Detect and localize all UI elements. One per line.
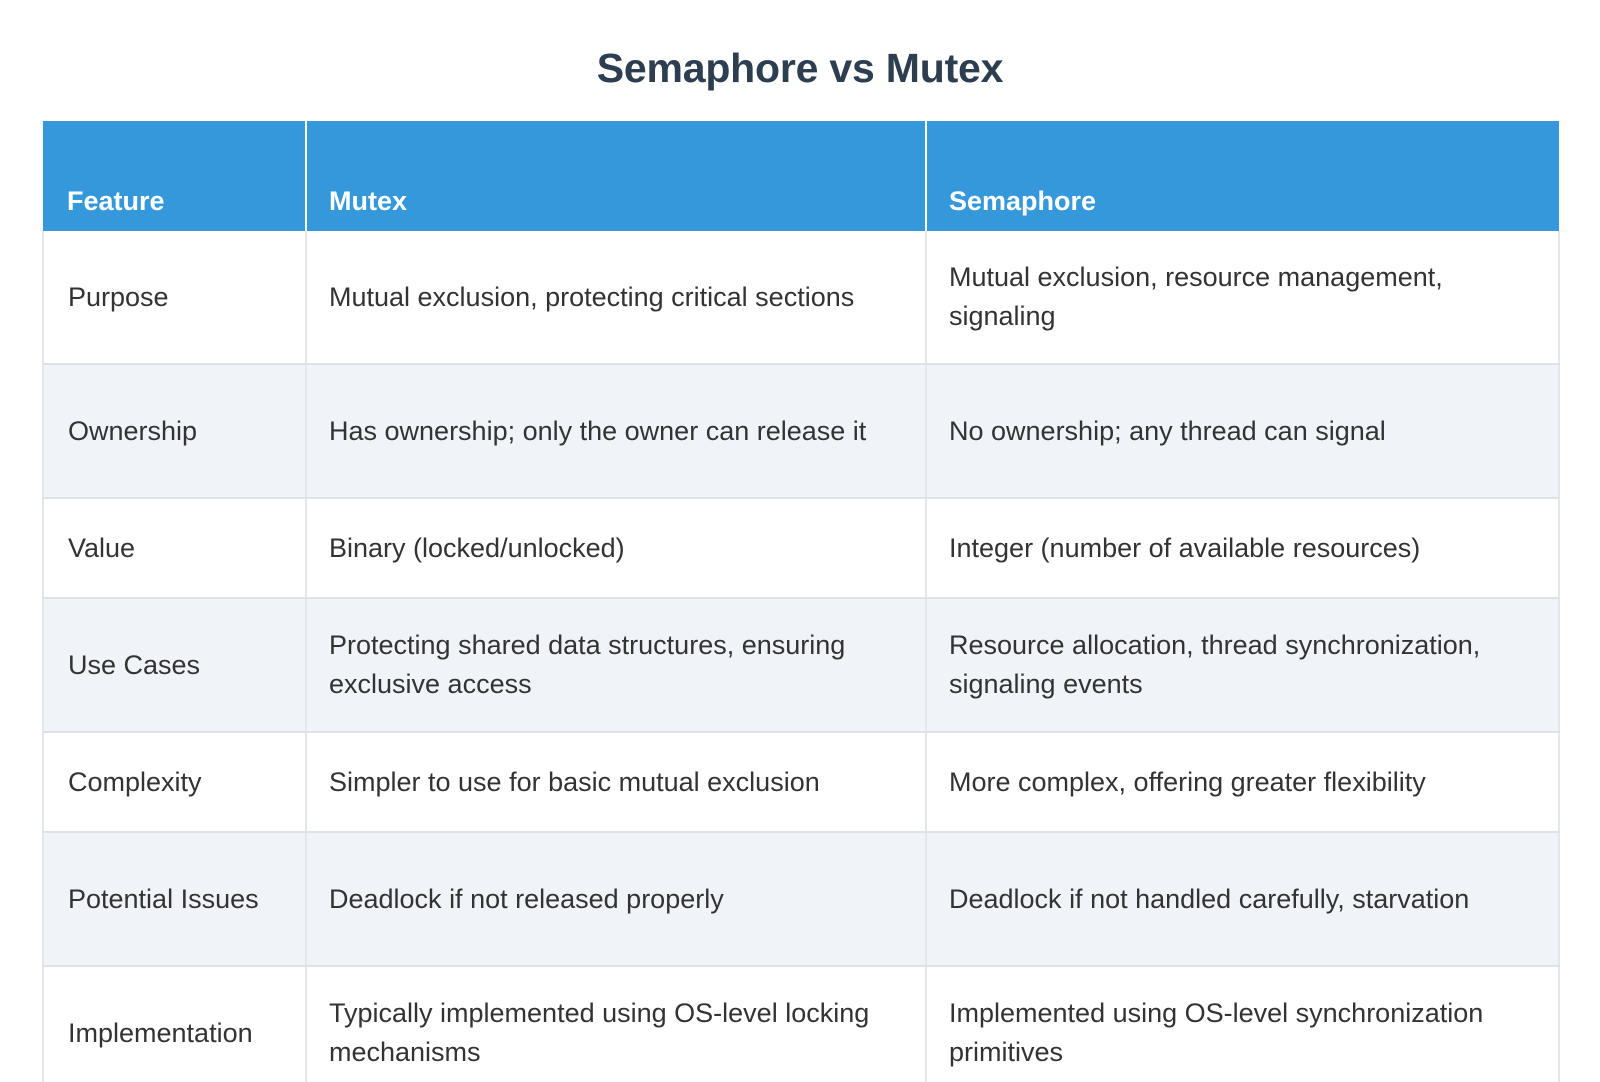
table-body: Purpose Mutual exclusion, protecting cri… bbox=[42, 231, 1560, 1082]
page-title: Semaphore vs Mutex bbox=[596, 45, 1004, 91]
cell-mutex: Mutual exclusion, protecting critical se… bbox=[306, 231, 927, 366]
cell-semaphore: More complex, offering greater flexibili… bbox=[926, 732, 1560, 834]
cell-mutex: Typically implemented using OS-level loc… bbox=[306, 966, 927, 1082]
cell-mutex: Has ownership; only the owner can releas… bbox=[306, 364, 927, 500]
table-row: Potential Issues Deadlock if not release… bbox=[42, 832, 1560, 968]
cell-feature: Ownership bbox=[42, 364, 307, 500]
cell-mutex: Binary (locked/unlocked) bbox=[306, 498, 927, 600]
cell-feature: Value bbox=[42, 498, 307, 600]
cell-feature: Complexity bbox=[42, 732, 307, 834]
table-header: Feature Mutex Semaphore bbox=[43, 121, 1559, 232]
table-row: Value Binary (locked/unlocked) Integer (… bbox=[42, 498, 1560, 600]
cell-feature: Potential Issues bbox=[42, 832, 307, 968]
table-row: Ownership Has ownership; only the owner … bbox=[42, 364, 1560, 500]
cell-feature: Purpose bbox=[42, 231, 307, 366]
cell-semaphore: Deadlock if not handled carefully, starv… bbox=[926, 832, 1560, 968]
cell-semaphore: Integer (number of available resources) bbox=[926, 498, 1560, 600]
cell-feature: Use Cases bbox=[42, 598, 307, 734]
table-row: Use Cases Protecting shared data structu… bbox=[42, 598, 1560, 734]
table-row: Implementation Typically implemented usi… bbox=[42, 966, 1560, 1082]
cell-feature: Implementation bbox=[42, 966, 307, 1082]
cell-semaphore: Resource allocation, thread synchronizat… bbox=[926, 598, 1560, 734]
table-row: Purpose Mutual exclusion, protecting cri… bbox=[42, 231, 1560, 366]
column-header-semaphore: Semaphore bbox=[925, 121, 1559, 232]
table-header-row: Feature Mutex Semaphore bbox=[43, 121, 1559, 232]
cell-mutex: Deadlock if not released properly bbox=[306, 832, 927, 968]
cell-semaphore: No ownership; any thread can signal bbox=[926, 364, 1560, 500]
table-row: Complexity Simpler to use for basic mutu… bbox=[42, 732, 1560, 834]
semaphore-vs-mutex-table: Feature Mutex Semaphore Purpose Mutual e… bbox=[42, 121, 1560, 1082]
cell-mutex: Protecting shared data structures, ensur… bbox=[306, 598, 927, 734]
cell-semaphore: Mutual exclusion, resource management, s… bbox=[926, 231, 1560, 366]
cell-semaphore: Implemented using OS-level synchronizati… bbox=[926, 966, 1560, 1082]
column-header-mutex: Mutex bbox=[305, 121, 926, 232]
cell-mutex: Simpler to use for basic mutual exclusio… bbox=[306, 732, 927, 834]
table-container: Feature Mutex Semaphore Purpose Mutual e… bbox=[42, 93, 1560, 1082]
column-header-feature: Feature bbox=[43, 121, 306, 232]
